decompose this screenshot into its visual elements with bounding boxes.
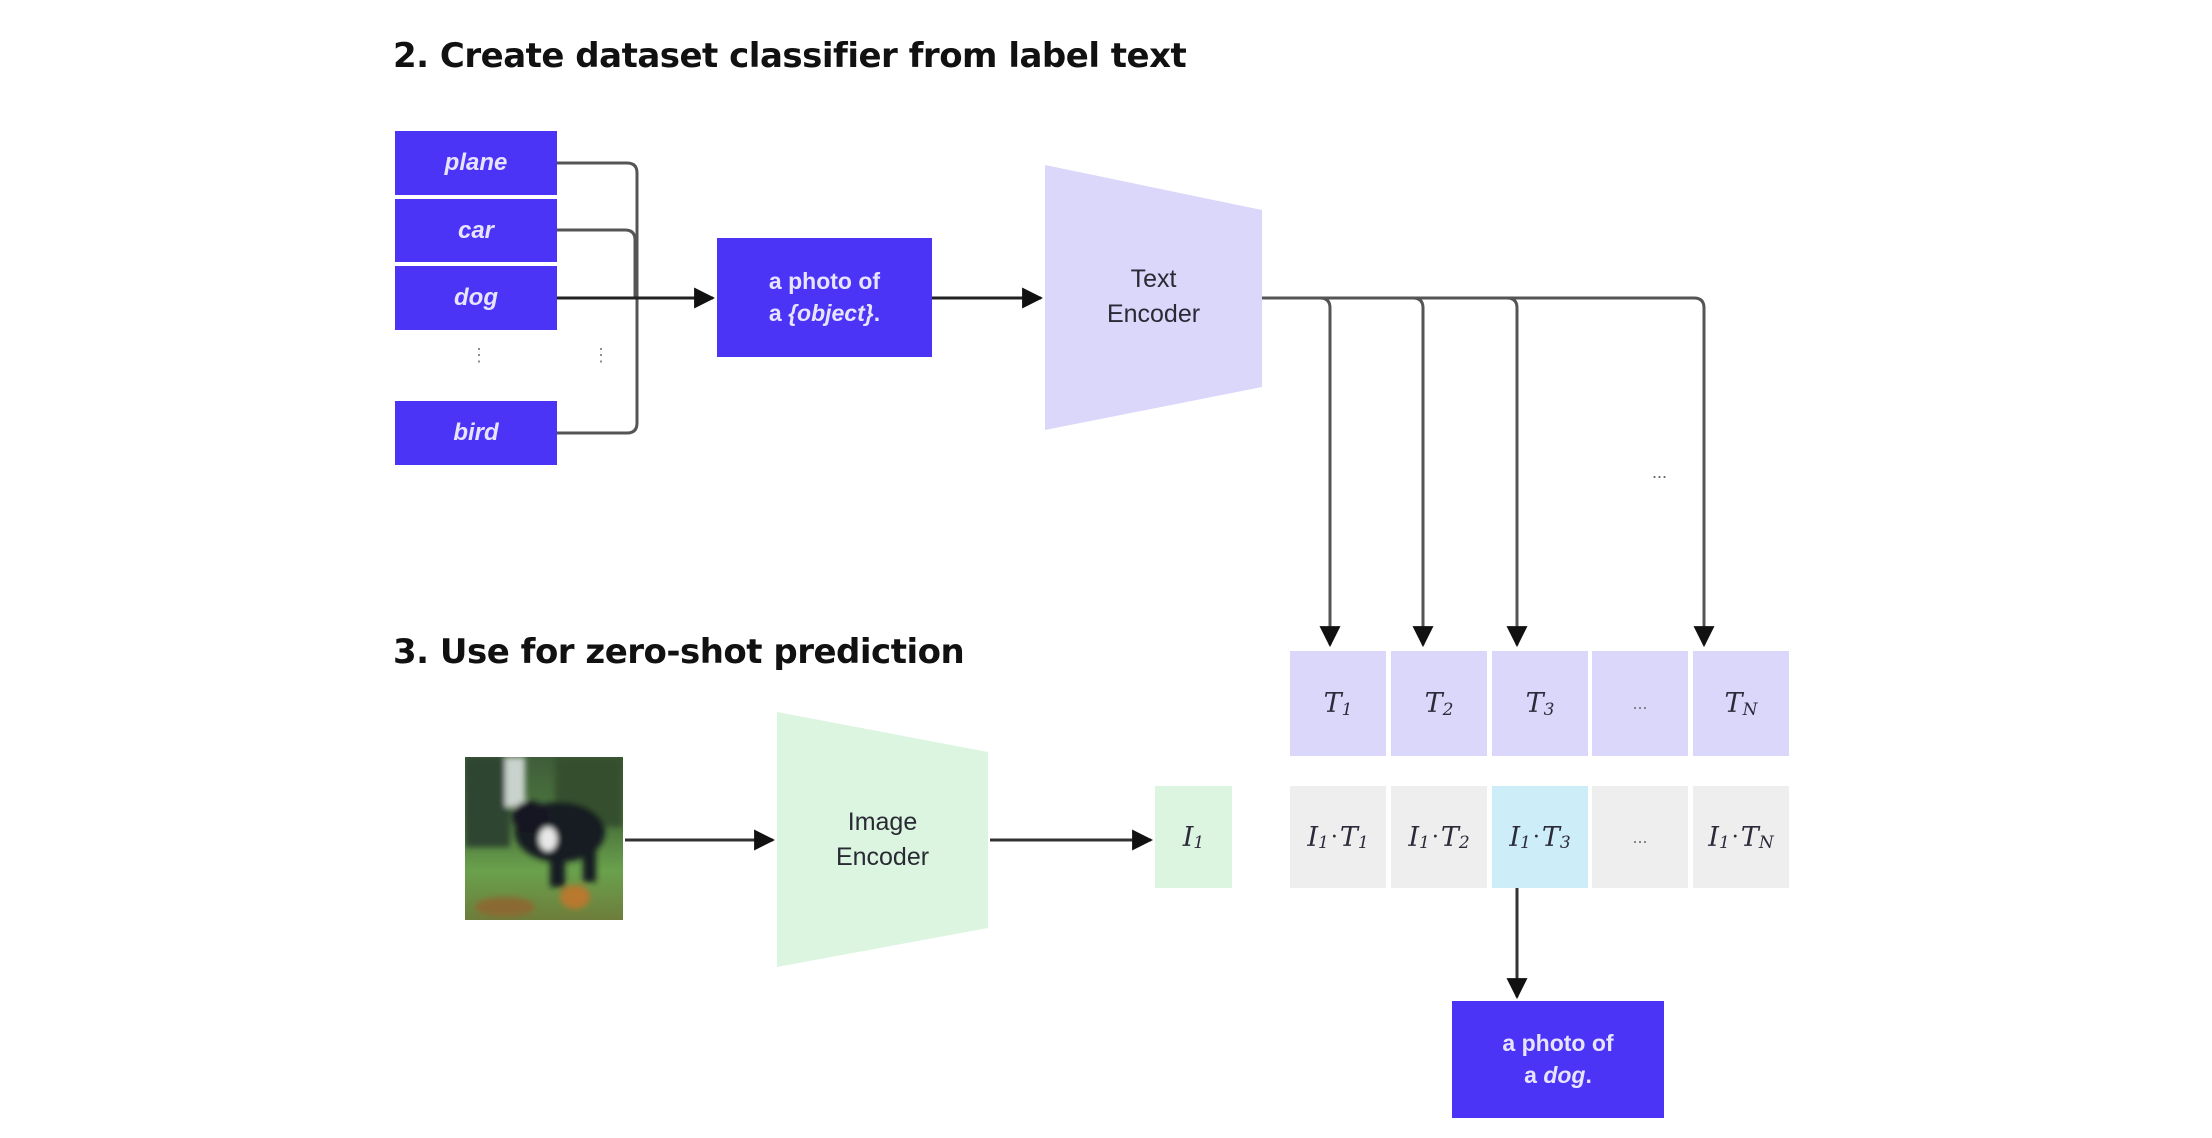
label-bird: bird (395, 401, 557, 465)
connector-bird (557, 298, 639, 435)
similarity-i-subscript: 1 (1419, 833, 1430, 853)
prediction-object: dog (1543, 1061, 1586, 1088)
similarity-t-symbol: T (1339, 821, 1358, 853)
dot-operator: · (1431, 824, 1439, 850)
text-embedding-symbol: ... (1632, 693, 1648, 713)
similarity-i-symbol: ... (1632, 826, 1648, 847)
floating-ellipsis: ... (1652, 462, 1668, 482)
arrow-to-t3 (1506, 296, 1528, 648)
similarity-t-symbol: T (1541, 821, 1560, 853)
image-encoder-line-1: Image (847, 808, 918, 836)
connector-plane (557, 161, 639, 298)
similarity-cell: ... (1592, 786, 1688, 888)
prompt-line-2: a {object}. (769, 298, 880, 329)
prediction-box: a photo of a dog. (1452, 1001, 1664, 1118)
arrow-to-t1 (1319, 296, 1341, 648)
label-plane: plane (395, 131, 557, 195)
text-embedding-symbol: T (1724, 688, 1743, 719)
text-embedding-subscript: N (1742, 699, 1758, 720)
dot-operator: · (1731, 824, 1739, 850)
dot-operator: · (1532, 824, 1540, 850)
text-embedding-cell: ... (1592, 651, 1688, 756)
similarity-i-subscript: 1 (1718, 833, 1730, 853)
prediction-line-1: a photo of (1502, 1030, 1614, 1057)
prompt-suffix: . (873, 299, 881, 326)
image-encoder-line-2: Encoder (835, 843, 930, 871)
text-embedding-subscript: 2 (1442, 699, 1454, 720)
section-2-heading: 2. Create dataset classifier from label … (393, 36, 1187, 76)
similarity-i-symbol: I (1408, 821, 1419, 853)
similarity-i-symbol: I (1708, 821, 1719, 853)
similarity-t-subscript: N (1758, 833, 1774, 853)
similarity-t-symbol: T (1740, 821, 1759, 853)
text-encoder-shape (1045, 165, 1262, 430)
text-embedding-subscript: 1 (1341, 699, 1353, 720)
text-embedding-symbol: T (1424, 688, 1443, 719)
text-embedding-symbol: T (1525, 688, 1544, 719)
connector-car (557, 228, 637, 298)
label-ellipsis: ⋮ (470, 345, 488, 365)
dog-photo-illustration (465, 757, 623, 920)
similarity-t-subscript: 1 (1357, 833, 1369, 853)
label-dog: dog (395, 266, 557, 330)
prediction-prefix: a (1524, 1061, 1544, 1088)
text-encoder-label: Text Encoder (1045, 262, 1262, 332)
similarity-i-subscript: 1 (1520, 833, 1531, 853)
prediction-line-2: a dog. (1524, 1060, 1592, 1091)
similarity-t-subscript: 2 (1458, 833, 1470, 853)
i1-symbol: I (1182, 821, 1194, 853)
similarity-t-symbol: T (1440, 821, 1459, 853)
similarity-i-symbol: I (1509, 821, 1520, 853)
similarity-i-symbol: I (1307, 821, 1318, 853)
text-embedding-subscript: 3 (1543, 699, 1555, 720)
dot-operator: · (1330, 824, 1338, 850)
label-car: car (395, 199, 557, 262)
text-encoder-line-2: Encoder (1106, 300, 1201, 328)
similarity-i-subscript: 1 (1318, 833, 1329, 853)
prompt-template-box: a photo of a {object}. (717, 238, 932, 357)
text-embedding-bus (1262, 296, 1715, 648)
input-dog-photo (465, 757, 623, 920)
image-encoder-shape (777, 712, 988, 967)
image-encoder-label: Image Encoder (777, 805, 988, 875)
text-embedding-symbol: T (1323, 688, 1342, 719)
similarity-t-subscript: 3 (1559, 833, 1571, 853)
text-encoder-line-1: Text (1130, 265, 1177, 293)
section-3-heading: 3. Use for zero-shot prediction (393, 632, 965, 672)
prompt-object-placeholder: {object} (788, 299, 874, 326)
prompt-line-1: a photo of (768, 268, 881, 295)
prompt-prefix: a (768, 299, 789, 326)
prediction-suffix: . (1585, 1061, 1592, 1088)
i1-subscript: 1 (1193, 833, 1205, 853)
connector-ellipsis: ⋮ (592, 345, 610, 365)
arrow-to-t2 (1412, 296, 1434, 648)
